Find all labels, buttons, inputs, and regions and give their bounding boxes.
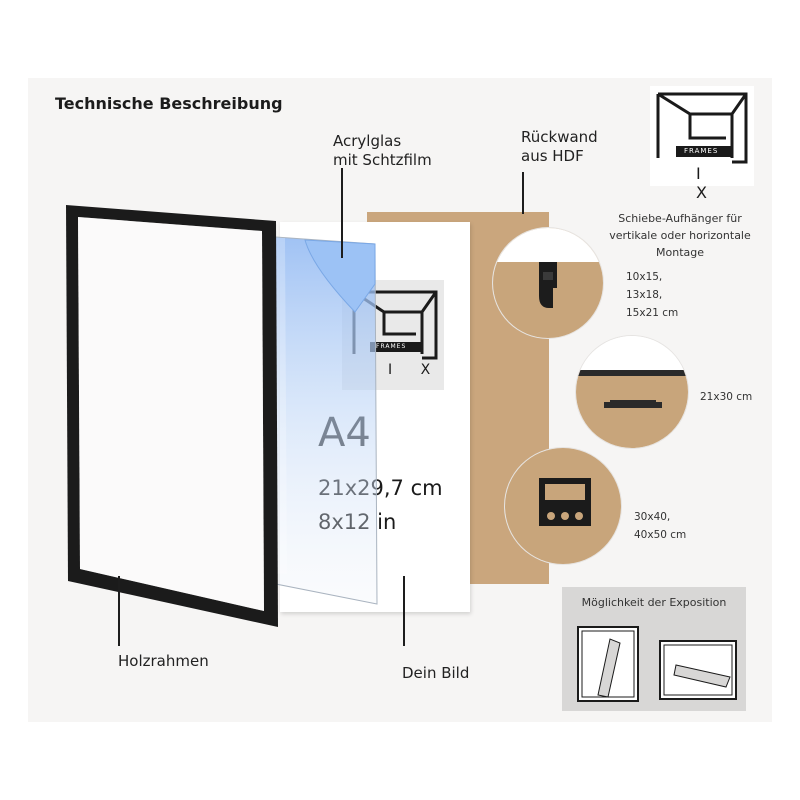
backboard-label: Rückwand aus HDF <box>521 128 598 165</box>
logo-mark-icon <box>656 92 748 164</box>
small-hanger-icon <box>493 228 603 338</box>
logo-frames-text: FRAMES <box>684 147 719 155</box>
logo-letters: I X <box>696 164 721 202</box>
frame-label: Holzrahmen <box>118 652 209 670</box>
hanger-size-medium: 21x30 cm <box>700 391 753 403</box>
picture-label: Dein Bild <box>402 664 470 682</box>
exposition-panel: Möglichkeit der Exposition <box>562 587 746 711</box>
frame-pointer-line <box>118 576 120 646</box>
glass-pointer-line <box>341 168 343 258</box>
glass-label: Acrylglas mit Schtzfilm <box>333 132 432 169</box>
hanger-size-large: 30x40, 40x50 cm <box>634 511 687 541</box>
hanger-size-small: 10x15, 13x18, 15x21 cm <box>626 271 679 319</box>
wooden-frame <box>66 205 278 627</box>
medium-hanger-icon <box>576 336 688 448</box>
backboard-pointer-line <box>522 172 524 214</box>
picture-pointer-line <box>403 576 405 646</box>
brand-logo: FRAMES I X <box>650 86 754 202</box>
hanger-detail-large <box>505 448 621 564</box>
sawtooth-hanger-icon <box>505 448 621 564</box>
page-title: Technische Beschreibung <box>55 94 283 113</box>
picture-logo-frames: FRAMES <box>376 343 407 350</box>
hanger-detail-small <box>493 228 603 338</box>
hanger-caption: Schiebe-Aufhänger für vertikale oder hor… <box>609 212 751 259</box>
picture-logo-letters: I X <box>388 362 443 378</box>
portrait-orientation-icon <box>577 626 639 702</box>
exposition-title: Möglichkeit der Exposition <box>581 596 727 609</box>
landscape-orientation-icon <box>659 640 737 700</box>
hanger-detail-medium <box>576 336 688 448</box>
